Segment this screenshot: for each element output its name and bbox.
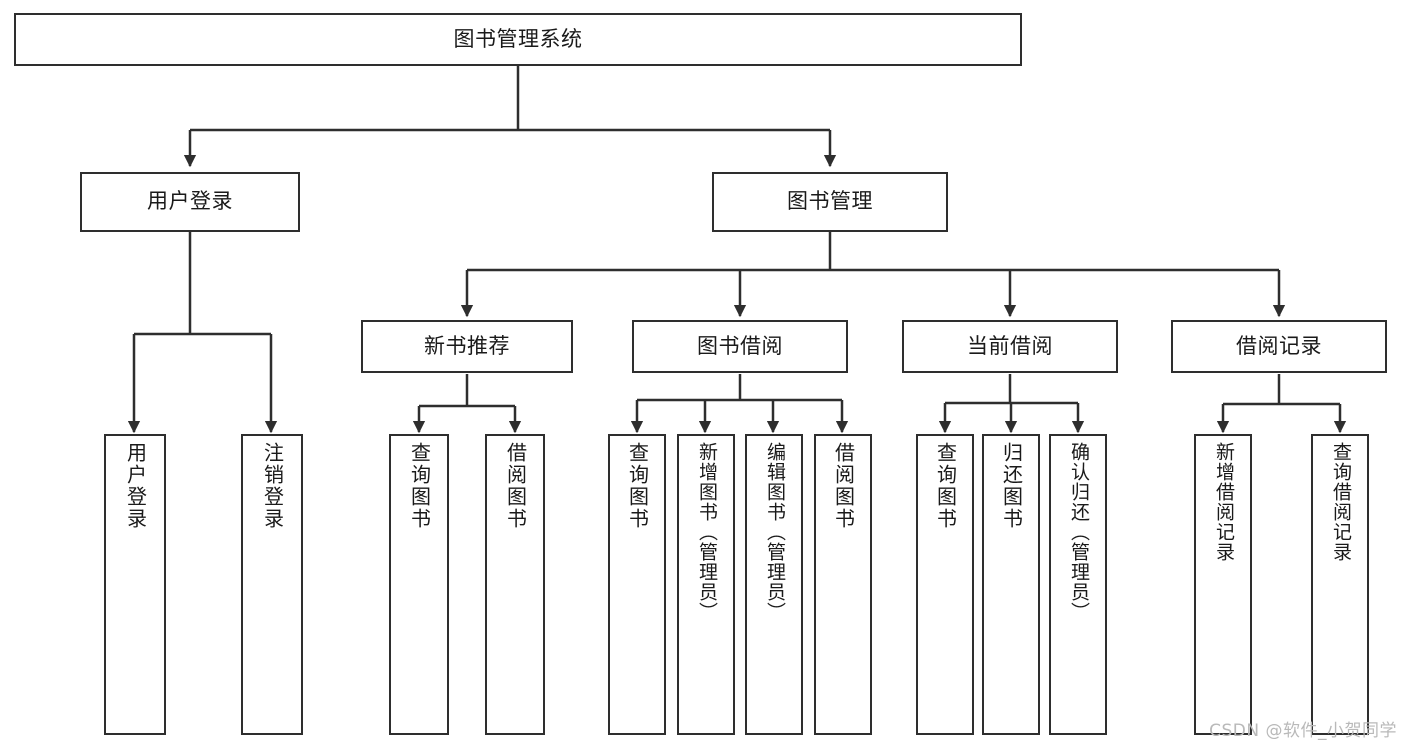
leaf-user-login-logout[interactable]: 注销登录 [241,434,303,735]
leaf-borrow-record-add[interactable]: 新增借阅记录 [1194,434,1252,735]
node-user-login[interactable]: 用户登录 [80,172,300,232]
node-book-management[interactable]: 图书管理 [712,172,948,232]
leaf-label: 查询图书 [625,442,650,530]
node-user-login-label: 用户登录 [147,189,233,214]
leaf-label: 查询图书 [933,442,958,530]
leaf-label: 注销登录 [260,442,285,530]
leaf-current-borrow-query[interactable]: 查询图书 [916,434,974,735]
node-new-book-recommend[interactable]: 新书推荐 [361,320,573,373]
leaf-label: 编辑图书（管理员） [763,442,786,622]
leaf-user-login-login[interactable]: 用户登录 [104,434,166,735]
leaf-label: 确认归还（管理员） [1067,442,1090,622]
leaf-label: 查询图书 [407,442,432,530]
leaf-label: 借阅图书 [503,442,528,530]
node-book-management-label: 图书管理 [787,189,873,214]
leaf-current-borrow-return[interactable]: 归还图书 [982,434,1040,735]
leaf-current-borrow-confirm[interactable]: 确认归还（管理员） [1049,434,1107,735]
leaf-label: 借阅图书 [831,442,856,530]
leaf-new-book-query[interactable]: 查询图书 [389,434,449,735]
leaf-borrow-record-query[interactable]: 查询借阅记录 [1311,434,1369,735]
node-borrow-record-label: 借阅记录 [1236,333,1322,358]
leaf-book-borrow-edit[interactable]: 编辑图书（管理员） [745,434,803,735]
leaf-book-borrow-query[interactable]: 查询图书 [608,434,666,735]
node-book-borrow-label: 图书借阅 [697,333,783,358]
leaf-label: 查询借阅记录 [1329,442,1352,562]
node-borrow-record[interactable]: 借阅记录 [1171,320,1387,373]
leaf-book-borrow-lend[interactable]: 借阅图书 [814,434,872,735]
leaf-book-borrow-add[interactable]: 新增图书（管理员） [677,434,735,735]
node-root[interactable]: 图书管理系统 [14,13,1022,66]
leaf-new-book-borrow[interactable]: 借阅图书 [485,434,545,735]
leaf-label: 新增图书（管理员） [695,442,718,622]
leaf-label: 用户登录 [123,442,148,530]
node-new-book-recommend-label: 新书推荐 [424,333,510,358]
node-current-borrow-label: 当前借阅 [967,333,1053,358]
leaf-label: 新增借阅记录 [1212,442,1235,562]
node-root-label: 图书管理系统 [453,26,583,51]
leaf-label: 归还图书 [999,442,1024,530]
node-book-borrow[interactable]: 图书借阅 [632,320,848,373]
node-current-borrow[interactable]: 当前借阅 [902,320,1118,373]
